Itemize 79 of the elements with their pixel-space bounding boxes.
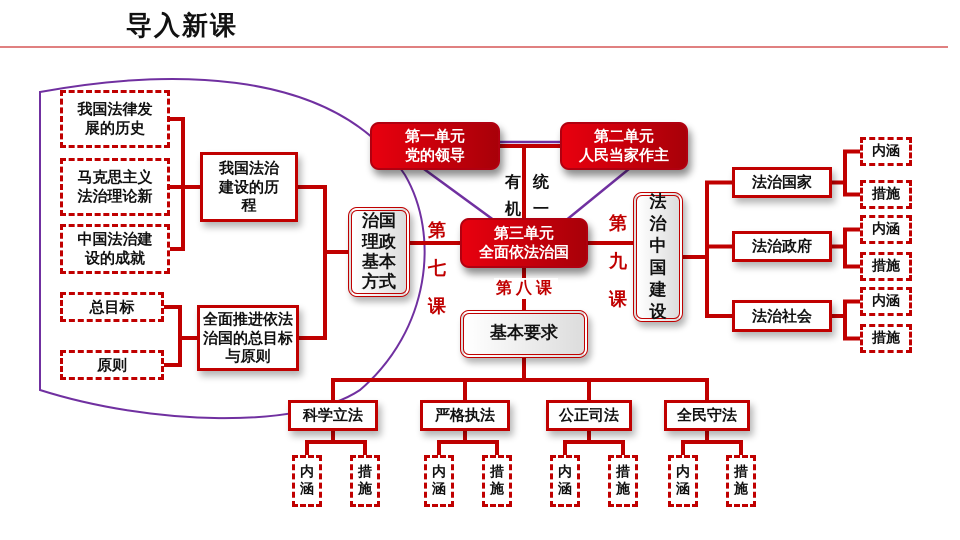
unit-box [370,122,500,170]
node-text: 措施 [358,464,372,498]
dashed-box [60,90,170,148]
dashed-box [668,455,698,507]
dashed-box [350,455,380,507]
node-text: 内涵 [871,142,901,160]
node-text: 基本要求 [489,323,559,345]
node-text: 我国法治建设的历程 [219,158,279,216]
topic-box [420,400,510,431]
rounded-box [460,310,588,358]
dashed-box [726,455,756,507]
node-text: 全民守法 [676,406,738,425]
dashed-box [860,215,912,244]
node-text: 原则 [96,356,128,374]
relation-label: 统一 [533,171,549,220]
dashed-box [860,180,912,209]
connector-line [410,241,460,245]
node-text: 措施 [734,464,748,498]
node-text: 总目标 [88,298,136,316]
node-text: 科学立法 [302,406,364,425]
dashed-box [60,350,164,380]
node-text: 公正司法 [558,406,620,425]
dashed-box [860,324,912,353]
dashed-box [60,158,170,216]
node-text: 第三单元 [493,224,555,243]
node-text: 马克思主义法治理论新 [78,168,152,206]
dashed-box [860,137,912,166]
node-text: 全面推进依法治国的总目标与原则 [203,310,293,366]
topic-box [546,400,632,431]
lesson-label: 第九课 [609,212,627,312]
dashed-box [550,455,580,507]
node-text: 严格执法 [434,406,496,425]
node-text: 第一单元 [404,127,466,146]
connector-line [170,185,200,251]
dashed-box [424,455,454,507]
node-text: 内涵 [558,464,572,498]
topic-box [200,152,298,222]
dashed-box [60,292,164,322]
node-text: 党的领导 [404,146,466,165]
topic-box [732,300,832,332]
topic-box [288,400,378,431]
node-text: 措施 [616,464,630,498]
node-text: 我国法律发展的历史 [78,100,152,138]
node-text: 法治社会 [751,306,813,326]
dashed-box [482,455,512,507]
dashed-box [292,455,322,507]
unit-box [460,218,588,268]
dashed-box [60,224,170,274]
node-text: 内涵 [871,292,901,310]
topic-box [197,305,299,371]
node-text: 内涵 [432,464,446,498]
dashed-box [860,252,912,281]
node-text: 措施 [870,330,901,348]
topic-box [732,167,832,198]
relation-label: 有机 [505,171,521,220]
node-text: 第二单元 [593,127,655,146]
unit-box [560,122,688,170]
node-text: 内涵 [871,220,901,238]
slide-title: 导入新课 [126,10,238,43]
node-text: 中国法治建设的成就 [78,230,152,268]
lesson-label: 第七课 [428,219,446,319]
node-text: 法治国家 [751,173,813,192]
node-text: 措施 [490,464,504,498]
node-text: 治国理政基本方式 [362,211,396,293]
node-text: 内涵 [676,464,690,498]
node-text: 措施 [870,258,901,276]
rounded-box [348,207,410,297]
node-text: 内涵 [300,464,314,498]
node-text: 措施 [870,186,901,204]
topic-box [664,400,750,431]
node-text: 人民当家作主 [579,146,669,165]
dashed-box [608,455,638,507]
dashed-box [860,287,912,316]
topic-box [732,231,832,262]
node-text: 法治政府 [751,237,813,256]
connector-line [588,241,633,245]
node-text: 法治中国建设 [650,190,666,324]
rounded-box [633,192,683,322]
node-text: 全面依法治国 [479,243,569,262]
